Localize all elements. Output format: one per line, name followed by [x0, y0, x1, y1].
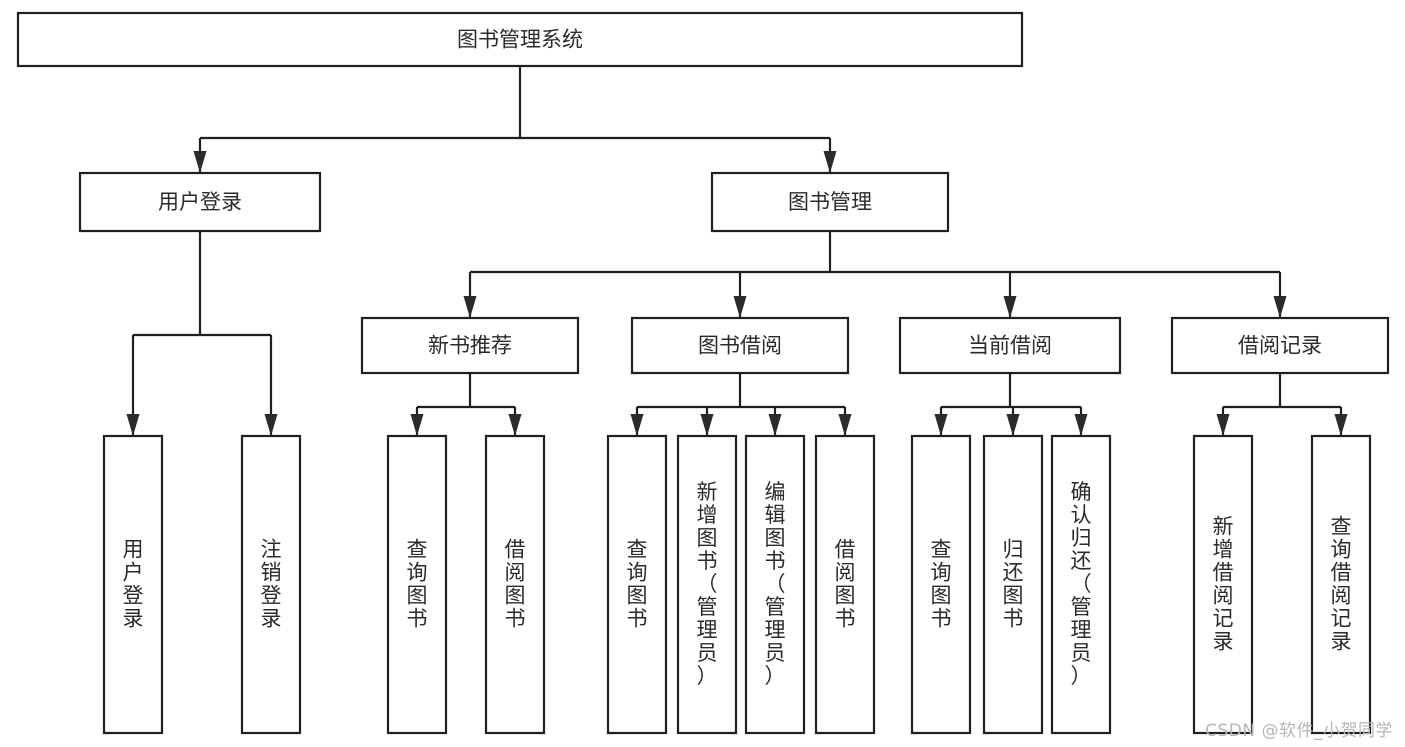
- node-label: 注销登录: [261, 537, 282, 630]
- node-box[interactable]: [386, 434, 448, 735]
- node-label: 新增借阅记录: [1213, 514, 1234, 653]
- node-box[interactable]: [744, 434, 806, 735]
- node-box[interactable]: [1050, 434, 1112, 735]
- node-layer: 图书管理系统用户登录图书管理新书推荐图书借阅当前借阅借阅记录用户登录注销登录查询…: [16, 11, 1390, 735]
- arrow-head-icon: [1003, 296, 1017, 318]
- node-box[interactable]: [982, 434, 1044, 735]
- node-box[interactable]: [1170, 316, 1390, 375]
- connector-group: [934, 373, 1088, 436]
- arrow-head-icon: [1006, 414, 1020, 436]
- arrow-head-icon: [410, 414, 424, 436]
- node-label: 查询图书: [407, 537, 428, 630]
- node-label: 查询图书: [627, 537, 648, 630]
- node-leaf-r-add[interactable]: 新增借阅记录: [1192, 434, 1254, 735]
- node-box[interactable]: [814, 434, 876, 735]
- arrow-head-icon: [1074, 414, 1088, 436]
- connector-group: [193, 66, 837, 173]
- arrow-head-icon: [193, 151, 207, 173]
- arrow-head-icon: [1334, 414, 1348, 436]
- connector-group: [630, 373, 852, 436]
- arrow-head-icon: [768, 414, 782, 436]
- node-box[interactable]: [240, 434, 302, 735]
- node-l2-book[interactable]: 图书管理: [710, 171, 950, 233]
- node-leaf-user-logout[interactable]: 注销登录: [240, 434, 302, 735]
- node-label: 用户登录: [123, 537, 144, 630]
- node-label: 新书推荐: [428, 334, 512, 358]
- arrow-head-icon: [126, 414, 140, 436]
- node-leaf-b-borrow[interactable]: 借阅图书: [814, 434, 876, 735]
- node-label: 归还图书: [1003, 537, 1024, 630]
- node-leaf-new-borrow[interactable]: 借阅图书: [484, 434, 546, 735]
- node-l3-new[interactable]: 新书推荐: [360, 316, 580, 375]
- node-label: 借阅图书: [505, 537, 526, 630]
- node-label: 借阅图书: [835, 537, 856, 630]
- node-label: 当前借阅: [968, 334, 1052, 358]
- node-box[interactable]: [676, 434, 738, 735]
- arrow-head-icon: [508, 414, 522, 436]
- node-box[interactable]: [102, 434, 164, 735]
- node-leaf-user-login[interactable]: 用户登录: [102, 434, 164, 735]
- arrow-head-icon: [838, 414, 852, 436]
- arrow-head-icon: [1273, 296, 1287, 318]
- node-label: 图书管理系统: [457, 28, 583, 52]
- node-l3-current[interactable]: 当前借阅: [898, 316, 1122, 375]
- arrow-head-icon: [733, 296, 747, 318]
- arrow-head-icon: [264, 414, 278, 436]
- node-l3-borrow[interactable]: 图书借阅: [630, 316, 850, 375]
- node-label: 用户登录: [158, 190, 242, 214]
- node-box[interactable]: [484, 434, 546, 735]
- node-leaf-new-query[interactable]: 查询图书: [386, 434, 448, 735]
- node-box[interactable]: [910, 434, 972, 735]
- node-leaf-c-confirm[interactable]: 确认归还（管理员）: [1050, 434, 1112, 735]
- connector-group: [410, 373, 522, 436]
- connector-group: [1216, 373, 1348, 436]
- node-label: 查询图书: [931, 537, 952, 630]
- node-box[interactable]: [16, 11, 1024, 68]
- node-box[interactable]: [606, 434, 668, 735]
- connector-group: [463, 231, 1287, 318]
- node-label: 借阅记录: [1238, 334, 1322, 358]
- node-label: 确认归还（管理员）: [1071, 480, 1092, 688]
- arrow-head-icon: [630, 414, 644, 436]
- arrow-head-icon: [823, 151, 837, 173]
- node-leaf-b-edit[interactable]: 编辑图书（管理员）: [744, 434, 806, 735]
- node-label: 查询借阅记录: [1331, 514, 1352, 653]
- node-leaf-b-query[interactable]: 查询图书: [606, 434, 668, 735]
- node-label: 图书借阅: [698, 334, 782, 358]
- connector-group: [126, 231, 278, 436]
- node-root[interactable]: 图书管理系统: [16, 11, 1024, 68]
- arrow-head-icon: [1216, 414, 1230, 436]
- node-l3-record[interactable]: 借阅记录: [1170, 316, 1390, 375]
- node-box[interactable]: [898, 316, 1122, 375]
- node-box[interactable]: [630, 316, 850, 375]
- node-l2-user[interactable]: 用户登录: [78, 171, 322, 233]
- node-leaf-c-return[interactable]: 归还图书: [982, 434, 1044, 735]
- node-leaf-b-add[interactable]: 新增图书（管理员）: [676, 434, 738, 735]
- node-box[interactable]: [1310, 434, 1372, 735]
- node-box[interactable]: [360, 316, 580, 375]
- node-label: 编辑图书（管理员）: [765, 480, 786, 688]
- arrow-head-icon: [463, 296, 477, 318]
- node-box[interactable]: [78, 171, 322, 233]
- node-label: 图书管理: [788, 190, 872, 214]
- connector-layer: [126, 66, 1348, 436]
- csdn-watermark: CSDN @软件_小贺同学: [1205, 721, 1393, 741]
- node-box[interactable]: [710, 171, 950, 233]
- arrow-head-icon: [934, 414, 948, 436]
- arrow-head-icon: [700, 414, 714, 436]
- node-leaf-c-query[interactable]: 查询图书: [910, 434, 972, 735]
- node-box[interactable]: [1192, 434, 1254, 735]
- node-label: 新增图书（管理员）: [697, 480, 718, 688]
- node-leaf-r-query[interactable]: 查询借阅记录: [1310, 434, 1372, 735]
